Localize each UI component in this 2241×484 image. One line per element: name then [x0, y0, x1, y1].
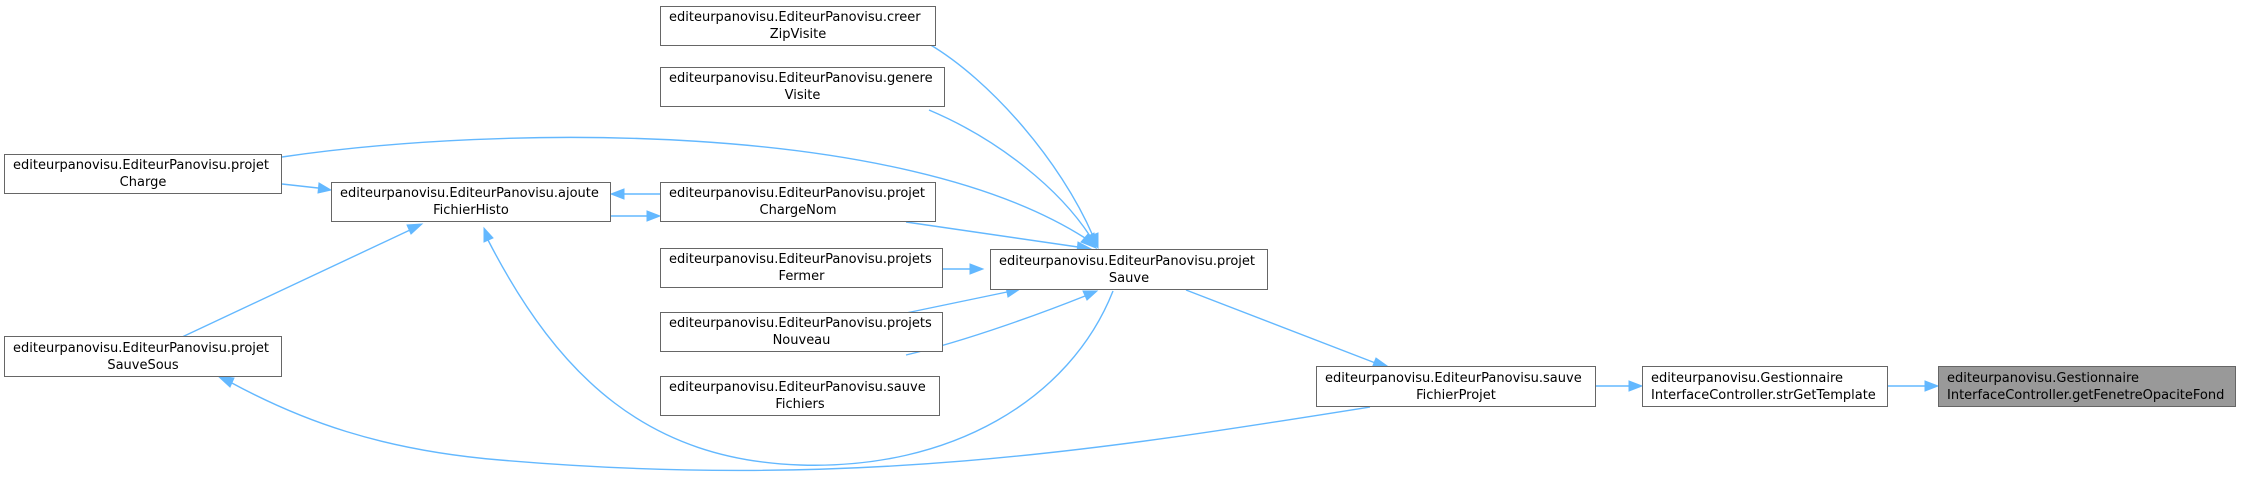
node-label-line2: Charge [119, 175, 167, 190]
node-label-line1: editeurpanovisu.EditeurPanovisu.creer [669, 10, 921, 25]
arrow-projetchargenom-from-ajoutefichierhisto [646, 210, 662, 222]
node-label-line2: ChargeNom [759, 203, 837, 218]
arrow-ajoutefichierhisto-from-projetsauvesous [406, 223, 424, 235]
node-projet-charge-nom[interactable]: editeurpanovisu.EditeurPanovisu.projet C… [660, 182, 936, 222]
edge-projetcharge-to-ajoutefichierhisto [281, 183, 319, 189]
node-genere-visite[interactable]: editeurpanovisu.EditeurPanovisu.genere V… [660, 67, 945, 107]
edge-projetchargenom-to-projetsauve [905, 221, 1079, 248]
edge-generevisite-to-projetsauve [928, 109, 1091, 237]
arrow-projetsauve-from-projetcharge [1080, 233, 1098, 249]
edge-projetcharge-to-projetsauve [281, 136, 1086, 239]
edge-creerzipvisite-to-projetsauve [928, 43, 1094, 237]
node-get-fenetre-opacite-fond[interactable]: editeurpanovisu.Gestionnaire InterfaceCo… [1938, 366, 2236, 407]
edge-sauvefichierprojet-to-projetsauvesous [229, 381, 1371, 472]
node-label-line2: Nouveau [772, 333, 831, 348]
arrow-ajoutefichierhisto-from-projetsauve [483, 226, 494, 243]
edge-projetsauve-to-sauvefichierprojet [1185, 289, 1379, 365]
node-label-line1: editeurpanovisu.EditeurPanovisu.projets [669, 316, 932, 331]
node-projets-fermer[interactable]: editeurpanovisu.EditeurPanovisu.projets … [660, 248, 943, 288]
arrow-getfenetreopacitefond [1924, 380, 1940, 392]
node-label-line2: InterfaceController.strGetTemplate [1651, 387, 1876, 403]
node-label-line1: editeurpanovisu.Gestionnaire [1947, 370, 2140, 386]
arrow-projetsauve-from-projetsfermer [969, 263, 985, 275]
node-label-line2: FichierProjet [1416, 387, 1496, 403]
node-label-line1: editeurpanovisu.EditeurPanovisu.projets [669, 252, 932, 267]
node-label-line1: editeurpanovisu.EditeurPanovisu.projet [13, 340, 269, 356]
node-label-line1: editeurpanovisu.EditeurPanovisu.ajoute [340, 186, 599, 201]
node-sauve-fichier-projet[interactable]: editeurpanovisu.EditeurPanovisu.sauve Fi… [1316, 366, 1596, 407]
node-label-line2: Visite [784, 88, 821, 103]
node-ajoute-fichier-histo[interactable]: editeurpanovisu.EditeurPanovisu.ajoute F… [331, 182, 611, 222]
node-creer-zip-visite[interactable]: editeurpanovisu.EditeurPanovisu.creer Zi… [660, 6, 936, 46]
node-projets-nouveau[interactable]: editeurpanovisu.EditeurPanovisu.projets … [660, 312, 943, 352]
arrow-projetsauvesous-from-sauvefichierprojet [216, 375, 235, 388]
node-label-line2: ZipVisite [769, 27, 827, 42]
edge-projetsauvesous-to-ajoutefichierhisto [179, 229, 411, 339]
node-label-line1: editeurpanovisu.EditeurPanovisu.genere [669, 71, 933, 86]
edge-projetsauve-to-ajoutefichierhisto [487, 239, 1114, 466]
node-label-line2: InterfaceController.getFenetreOpaciteFon… [1947, 387, 2225, 403]
node-label-line2: Fichiers [775, 397, 825, 412]
node-projet-sauve-sous[interactable]: editeurpanovisu.EditeurPanovisu.projet S… [4, 336, 282, 377]
node-sauve-fichiers[interactable]: editeurpanovisu.EditeurPanovisu.sauve Fi… [660, 376, 940, 416]
node-label-line2: Fermer [778, 269, 825, 284]
arrow-projetsauve-from-sauvefichiers [1082, 290, 1099, 301]
node-label-line1: editeurpanovisu.EditeurPanovisu.sauve [1325, 370, 1582, 386]
node-label-line2: FichierHisto [433, 203, 509, 218]
node-label-line2: SauveSous [107, 357, 179, 373]
edge-projetsnouveau-to-projetsauve [905, 291, 1008, 314]
node-label-line1: editeurpanovisu.EditeurPanovisu.sauve [669, 380, 926, 395]
node-projet-charge[interactable]: editeurpanovisu.EditeurPanovisu.projet C… [4, 154, 282, 194]
node-label-line1: editeurpanovisu.EditeurPanovisu.projet [669, 186, 925, 201]
arrow-strgettemplate [1628, 380, 1644, 392]
node-str-get-template[interactable]: editeurpanovisu.Gestionnaire InterfaceCo… [1642, 366, 1888, 407]
node-label-line1: editeurpanovisu.EditeurPanovisu.projet [999, 253, 1255, 269]
node-label-line2: Sauve [1108, 270, 1150, 286]
arrow-ajoutefichierhisto-from-projetcharge [317, 182, 333, 194]
arrow-ajoutefichierhisto-from-projetchargenom [609, 188, 625, 200]
node-label-line1: editeurpanovisu.EditeurPanovisu.projet [13, 158, 269, 173]
node-label-line1: editeurpanovisu.Gestionnaire [1651, 370, 1844, 386]
node-projet-sauve[interactable]: editeurpanovisu.EditeurPanovisu.projet S… [990, 249, 1268, 290]
